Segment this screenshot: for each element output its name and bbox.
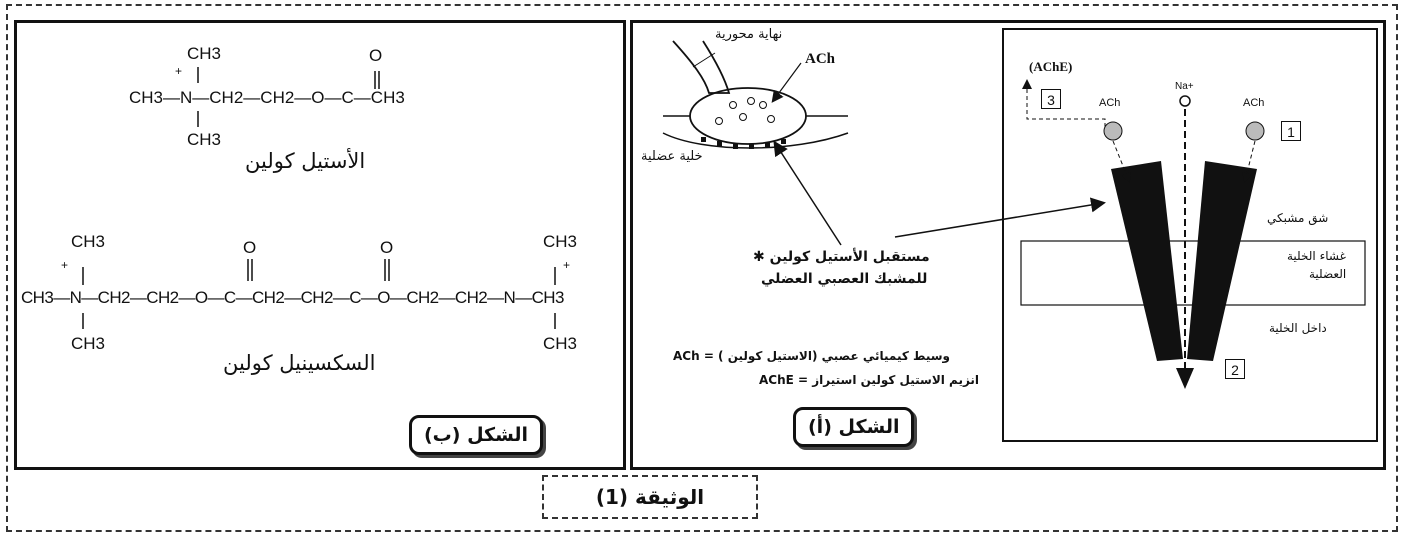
figure-a-panel: نهاية محورية ACh خلية عضلية مستقبل الأست… (630, 20, 1386, 470)
ach-right-label: ACh (1243, 97, 1265, 109)
sc-bottom-right-methyl: CH3 (543, 334, 578, 353)
receptor-label-line1: مستقبل الأستيل كولين ✱ (753, 249, 930, 265)
ach-charge: + (175, 64, 183, 78)
synapse-drawing (662, 28, 1378, 442)
na-label: Na+ (1175, 81, 1194, 92)
sc-carbonyl-o1: O (243, 238, 257, 257)
inside-cell-label: داخل الخلية (1269, 321, 1327, 335)
sc-name: السكسينيل كولين (223, 351, 376, 375)
muscle-cell-label: خلية عضلية (641, 149, 703, 164)
sc-top-left-methyl: CH3 (71, 232, 106, 251)
sc-bottom-left-methyl: CH3 (71, 334, 106, 353)
sc-charge-right: + (563, 258, 571, 272)
figure-a-label: الشكل (أ) (793, 407, 915, 447)
ach-carbonyl-o: O (369, 46, 383, 65)
sc-carbonyl-o2: O (380, 238, 394, 257)
document-frame (6, 4, 1398, 532)
star-icon: ✱ (753, 249, 765, 265)
figure-b-panel: CH3 + O CH3—N—CH2—CH2—O—C—CH3 CH3 الأستي… (14, 20, 626, 470)
sc-top-right-methyl: CH3 (543, 232, 578, 251)
box-1: 1 (1281, 121, 1301, 141)
cleft-label: شق مشبكي (1267, 211, 1329, 225)
box-3: 3 (1041, 89, 1061, 109)
box-2: 2 (1225, 359, 1245, 379)
nerve-ending-label: نهاية محورية (715, 27, 783, 42)
receptor-label-line2: للمشبك العصبي العضلي (761, 271, 928, 287)
ach-top-label: ACh (805, 51, 836, 67)
membrane-label-line1: غشاء الخلية (1287, 249, 1346, 263)
ache-label: (AChE) (1029, 59, 1073, 74)
ach-left-label: ACh (1099, 97, 1121, 109)
ach-bottom-methyl: CH3 (187, 130, 222, 149)
membrane-label-line2: العضلية (1309, 267, 1347, 281)
legend-ach: ACh = وسيط كيميائي عصبي (الاستيل كولين ) (673, 349, 951, 363)
ach-top-methyl: CH3 (187, 44, 222, 63)
ach-main-chain: CH3—N—CH2—CH2—O—C—CH3 (129, 88, 405, 107)
legend-ache: AChE = انزيم الاستيل كولين استيراز (759, 373, 980, 387)
figure-b-label: الشكل (ب) (409, 415, 544, 455)
structure-bonds (82, 67, 556, 329)
sc-charge-left: + (61, 258, 69, 272)
document-label: الوثيقة (1) (542, 475, 758, 519)
ach-name: الأستيل كولين (245, 149, 366, 173)
sc-main-chain: CH3—N—CH2—CH2—O—C—CH2—CH2—C—O—CH2—CH2—N—… (21, 288, 564, 307)
receptor-label-text: مستقبل الأستيل كولين (769, 249, 930, 265)
